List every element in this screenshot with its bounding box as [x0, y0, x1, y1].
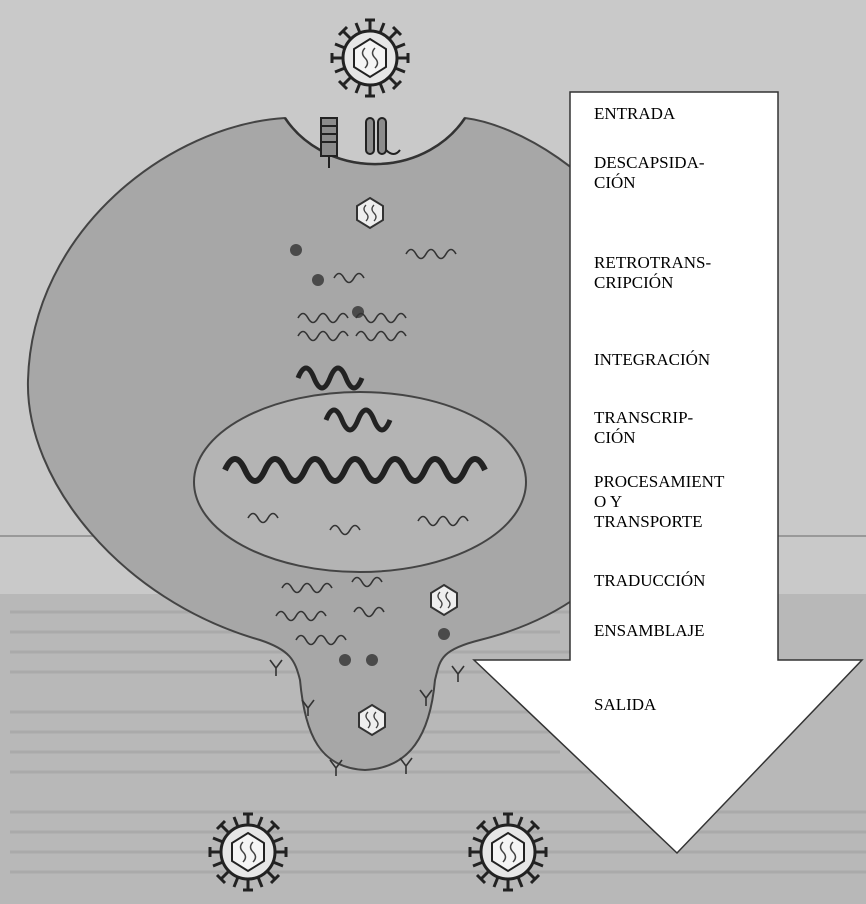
stage-label-retrotranscripcion: RETROTRANS- CRIPCIÓN: [594, 253, 711, 293]
enzyme-dot: [290, 244, 302, 256]
stage-label-descapsidacion: DESCAPSIDA- CIÓN: [594, 153, 705, 193]
virion-released-left: [210, 814, 286, 890]
capsid-budding: [359, 705, 385, 735]
capsid-uncoating: [357, 198, 383, 228]
protein-dot: [339, 654, 351, 666]
virion-entering: [332, 20, 408, 96]
stage-label-procesamiento: PROCESAMIENT O Y TRANSPORTE: [594, 472, 724, 532]
protein-dot: [366, 654, 378, 666]
stage-label-transcripcion: TRANSCRIP- CIÓN: [594, 408, 693, 448]
stage-label-integracion: INTEGRACIÓN: [594, 350, 710, 370]
stage-label-traduccion: TRADUCCIÓN: [594, 571, 705, 591]
enzyme-dot: [312, 274, 324, 286]
virion-released-right: [470, 814, 546, 890]
stage-label-entrada: ENTRADA: [594, 104, 675, 124]
protein-dot: [438, 628, 450, 640]
stage-label-ensamblaje: ENSAMBLAJE: [594, 621, 705, 641]
stage-label-salida: SALIDA: [594, 695, 656, 715]
capsid-assembling: [431, 585, 457, 615]
